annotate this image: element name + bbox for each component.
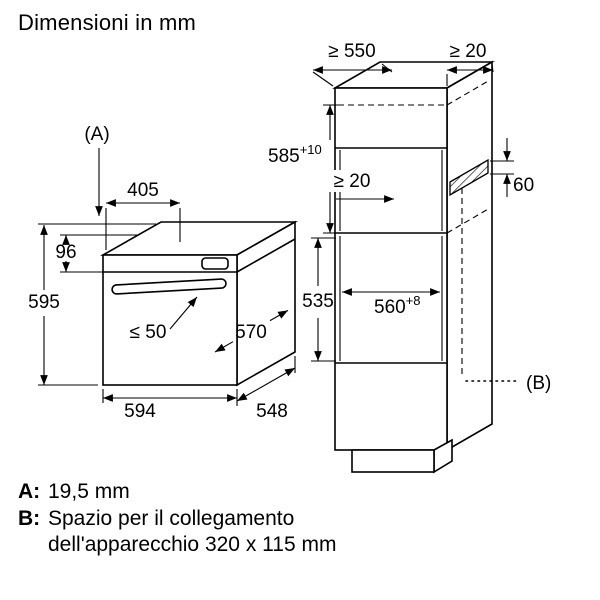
dim-ge20-top (446, 63, 494, 86)
ventilation-cutout-hatched (449, 158, 489, 197)
legend-entry-b: B: Spazio per il collegamento dell'appar… (18, 506, 336, 558)
dim-label-405: 405 (127, 180, 159, 201)
dim-label-535: 535 (302, 291, 334, 312)
cabinet-dimensions: ≥ 550 ≥ 20 585+10 ≥ 20 60 535 560+8 (B) (268, 41, 551, 394)
dim-594 (102, 389, 238, 406)
dim-label-548: 548 (256, 401, 288, 422)
oven-control-display (201, 257, 229, 270)
dim-label-595: 595 (28, 292, 60, 313)
dim-405 (105, 199, 181, 250)
oven-dimensions: (A) 405 96 595 ≤ 50 570 594 548 (28, 124, 296, 422)
dim-label-a-ref: (A) (84, 124, 109, 145)
legend-value-b-line1: Spazio per il collegamento (48, 507, 295, 530)
dim-548 (236, 356, 296, 402)
dim-label-570: 570 (235, 322, 267, 343)
dim-label-ge20-back: ≥ 20 (334, 171, 371, 192)
legend-value-b-line2: dell'apparecchio 320 x 115 mm (48, 533, 337, 556)
dim-label-594: 594 (124, 401, 156, 422)
dim-595 (38, 223, 156, 386)
dim-ge550 (312, 63, 393, 87)
dim-60 (490, 138, 514, 197)
legend-value-b: Spazio per il collegamento dell'apparecc… (48, 506, 336, 558)
dim-label-ge20-top: ≥ 20 (450, 41, 487, 62)
dim-ge20-back (326, 170, 394, 203)
dim-label-le50: ≤ 50 (130, 322, 167, 343)
dim-handle-clearance (169, 296, 198, 330)
oven-drawing (99, 220, 299, 387)
legend-value-a: 19,5 mm (48, 480, 130, 503)
dim-label-ge550: ≥ 550 (328, 41, 375, 62)
dim-96 (60, 234, 138, 273)
legend-key-b: B: (18, 507, 41, 530)
cabinet-plinth (351, 449, 435, 473)
oven-door-handle (111, 278, 227, 295)
dim-label-b-ref: (B) (526, 373, 551, 394)
page-title: Dimensioni in mm (18, 10, 197, 35)
legend-key-a: A: (18, 480, 41, 503)
dim-label-560: 560+8 (374, 293, 421, 318)
cabinet-drawing (332, 60, 495, 474)
legend: A: 19,5 mm B: Spazio per il collegamento… (18, 479, 336, 559)
dim-570 (214, 309, 289, 353)
legend-entry-a: A: 19,5 mm (18, 479, 336, 505)
dim-label-60: 60 (513, 175, 534, 196)
dim-label-96: 96 (55, 242, 76, 263)
dim-label-585: 585+10 (268, 142, 322, 167)
dim-535 (311, 237, 336, 362)
